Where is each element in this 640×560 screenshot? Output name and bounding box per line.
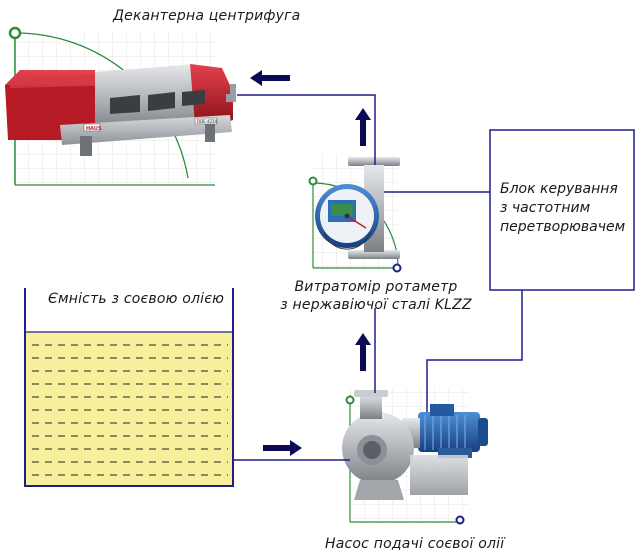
pump-label: Насос подачі соєвої олії [325, 536, 505, 552]
arrow-up-icon [355, 108, 371, 146]
centrifuge-image: HAUS DDE 4234 [5, 26, 236, 186]
flow-arrows [250, 70, 371, 456]
arrow-up-icon [355, 333, 371, 371]
signal-line-controller-to-pump [426, 290, 523, 412]
controller-label-line3: перетворювачем [500, 219, 626, 235]
flowmeter-image [308, 155, 402, 273]
controller-box [489, 129, 635, 291]
pump-image [342, 388, 488, 525]
centrifuge-label: Декантерна центрифуга [113, 8, 301, 24]
controller-label-line1: Блок керування [500, 181, 618, 197]
controller-label-line2: з частотним [500, 200, 591, 216]
centrifuge-model-text: DDE 4234 [197, 119, 218, 124]
pipe-flowmeter-to-centrifuge [237, 94, 376, 165]
oil-tank [24, 288, 234, 487]
centrifuge-brand-text: HAUS [86, 126, 102, 132]
flowmeter-label-line1: Витратомір ротаметр [294, 279, 458, 295]
flowmeter-label: Витратомір ротаметр з нержавіючої сталі … [276, 278, 476, 314]
flowmeter-label-line2: з нержавіючої сталі KLZZ [280, 297, 472, 313]
arrow-right-icon [263, 440, 302, 456]
arrow-left-icon [250, 70, 290, 86]
pipe-lines [233, 94, 523, 461]
controller-label: Блок керування з частотним перетворюваче… [500, 180, 630, 237]
tank-label: Ємність з соєвою олією [48, 291, 225, 307]
